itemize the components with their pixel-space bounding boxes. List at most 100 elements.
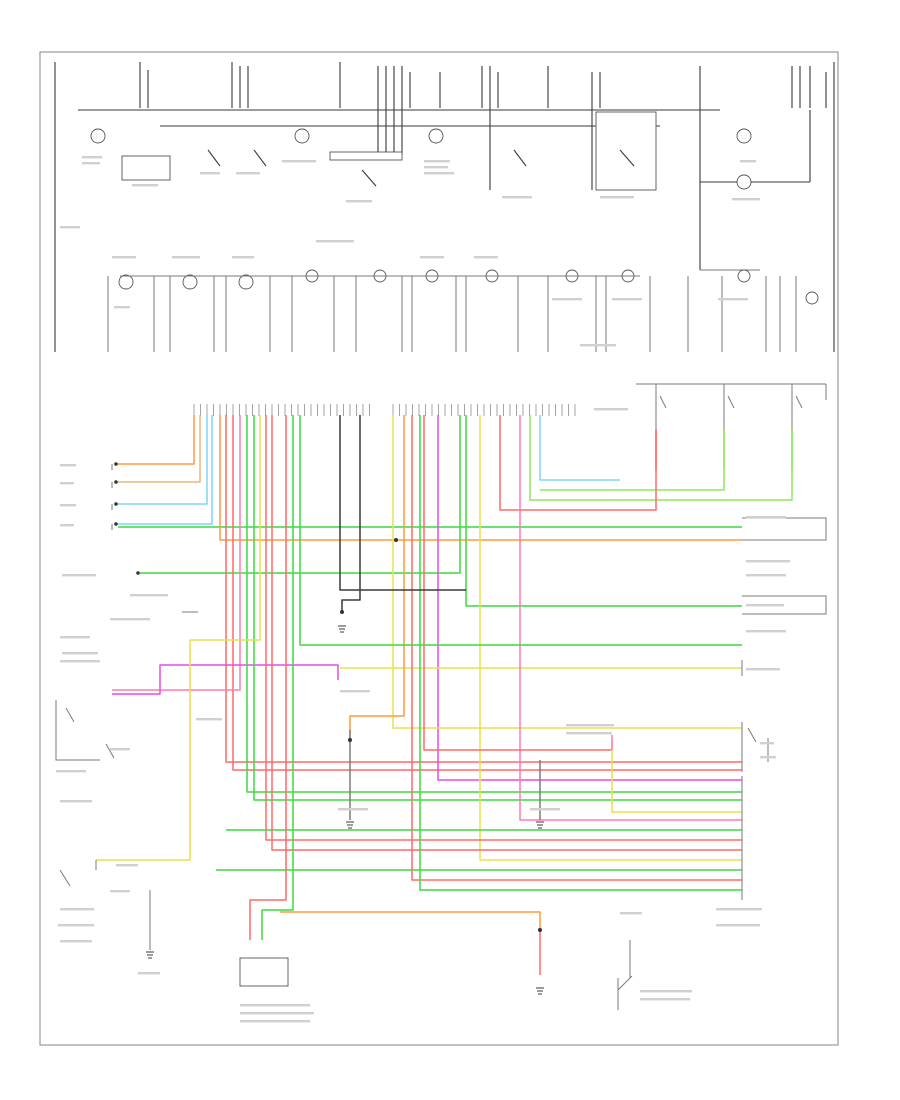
label-bar-63 <box>640 998 690 1001</box>
module-box-1 <box>121 155 171 181</box>
ground-icon-4 <box>536 987 544 995</box>
lamp-row2-11 <box>805 291 819 305</box>
wire-red-8 <box>249 415 287 940</box>
label-bar-48 <box>746 560 790 563</box>
wire-red-2 <box>232 415 742 771</box>
wire-green-3 <box>465 415 742 607</box>
label-bar-35 <box>62 652 98 655</box>
bracket-3 <box>225 276 271 352</box>
label-bar-18 <box>232 256 254 259</box>
wire-black-2 <box>341 415 361 612</box>
label-bar-11 <box>600 196 634 199</box>
wire-red-7 <box>423 415 612 751</box>
terminal-dot-1 <box>114 462 118 466</box>
label-bar-53 <box>566 724 614 727</box>
left-box <box>55 700 100 761</box>
bracket-8 <box>547 276 597 352</box>
label-bar-30 <box>60 524 74 527</box>
label-bar-39 <box>56 770 86 773</box>
label-bar-45 <box>60 940 92 943</box>
switch-5 <box>619 149 635 167</box>
ground-icon-5 <box>338 625 346 633</box>
wire-orange-2 <box>219 415 396 541</box>
wire-green-9 <box>299 415 742 646</box>
splice-4 <box>340 610 344 614</box>
label-bar-64 <box>340 690 370 693</box>
wire-red-1 <box>225 415 742 763</box>
label-bar-65 <box>338 808 368 811</box>
label-bar-2 <box>132 184 158 187</box>
label-bar-28 <box>60 482 74 485</box>
wire-red-5 <box>499 415 657 511</box>
wire-light-blue-2 <box>118 415 213 525</box>
label-bar-40 <box>60 800 92 803</box>
label-bar-20 <box>474 256 498 259</box>
label-bar-43 <box>60 908 94 911</box>
label-bar-19 <box>420 256 444 259</box>
lamp-row2-1 <box>118 274 134 290</box>
wire-magenta-1 <box>112 664 339 695</box>
label-bar-36 <box>60 660 100 663</box>
label-bar-54 <box>566 732 612 735</box>
wire-orange-4 <box>280 911 541 930</box>
label-bar-1 <box>82 162 100 165</box>
label-bar-37 <box>196 718 222 721</box>
label-bar-10 <box>502 196 532 199</box>
ground-icon-1 <box>146 951 154 959</box>
lamp-1 <box>90 128 106 144</box>
label-bar-4 <box>236 172 260 175</box>
label-bar-23 <box>718 298 748 301</box>
wire-green-8 <box>419 415 742 891</box>
label-bar-62 <box>640 990 692 993</box>
relay-box <box>595 111 657 191</box>
label-bar-44 <box>58 924 94 927</box>
terminal-dot-5 <box>136 571 140 575</box>
right-box-1 <box>742 517 827 541</box>
grounds <box>146 625 544 995</box>
wire-light-blue-3 <box>539 415 620 481</box>
bracket-9 <box>605 276 651 352</box>
bracket-1 <box>107 276 155 352</box>
bottom-switch <box>617 975 633 1010</box>
wire-pink-1 <box>112 415 241 691</box>
label-bar-46 <box>138 972 160 975</box>
label-bar-57 <box>716 908 762 911</box>
label-bar-22 <box>612 298 642 301</box>
label-bar-9 <box>424 172 454 175</box>
wire-tan-1 <box>118 415 201 483</box>
top-panel <box>54 62 835 352</box>
label-bar-47 <box>746 516 786 519</box>
splices <box>340 538 542 932</box>
wire-layer <box>96 415 793 975</box>
terminal-dot-2 <box>114 480 118 484</box>
label-bar-33 <box>110 618 150 621</box>
diagram-frame <box>39 51 839 1046</box>
label-bar-15 <box>316 240 354 243</box>
label-bar-58 <box>716 924 760 927</box>
switch-3 <box>361 169 377 187</box>
wire-light-green-2 <box>529 415 793 501</box>
label-bar-34 <box>60 636 90 639</box>
label-bar-13 <box>732 198 760 201</box>
label-placeholders <box>56 156 790 1023</box>
bracket-4 <box>291 276 335 352</box>
wire-yellow-3 <box>392 415 742 729</box>
label-bar-38 <box>110 748 130 751</box>
bracket-12 <box>779 276 797 352</box>
wire-pink-2 <box>519 415 742 821</box>
wire-yellow-4 <box>479 415 742 861</box>
switch-4 <box>513 149 527 167</box>
switch-2 <box>253 149 267 167</box>
label-bar-24 <box>114 306 130 309</box>
module-box-2 <box>329 151 403 161</box>
label-bar-55 <box>760 742 774 745</box>
terminal-dot-3 <box>114 502 118 506</box>
wire-green-10 <box>261 415 294 940</box>
bottom-module <box>239 957 289 987</box>
label-bar-8 <box>424 166 448 169</box>
sensor-group <box>636 383 827 430</box>
label-bar-25 <box>580 344 616 347</box>
label-bar-29 <box>60 504 76 507</box>
right-box-2 <box>742 595 827 615</box>
